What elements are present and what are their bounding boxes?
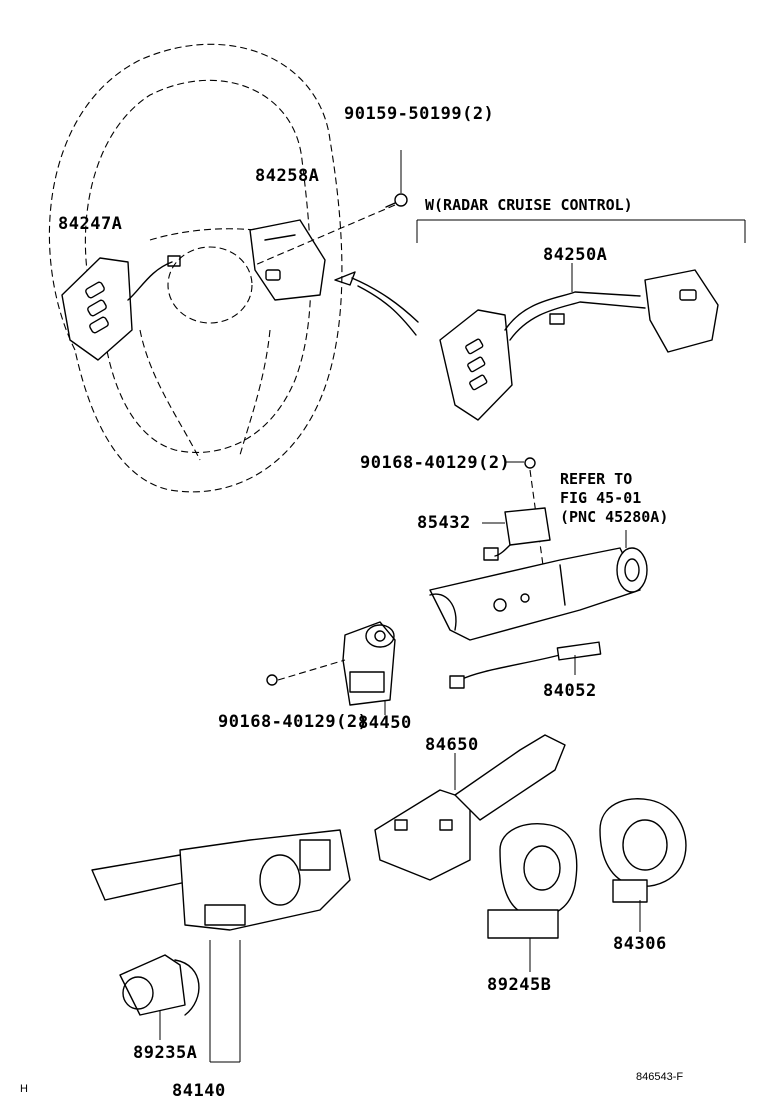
part-84650: [374, 734, 566, 881]
part-84140: [91, 829, 351, 1063]
bolt-90159: [254, 150, 408, 266]
part-84306: [599, 798, 687, 932]
label-84250A: 84250A: [543, 245, 607, 265]
label-90168-40129-upper: 90168-40129(2): [360, 453, 510, 473]
label-84052: 84052: [543, 681, 597, 701]
label-89245B: 89245B: [487, 975, 551, 995]
label-refer-fig: FIG 45-01: [560, 489, 641, 507]
right-steering-switch: [249, 219, 326, 301]
left-steering-switch: [61, 255, 181, 361]
part-84450: [266, 621, 396, 715]
part-89245B: [487, 823, 578, 972]
steering-wheel: [48, 43, 343, 493]
part-85432: [482, 507, 551, 561]
label-84140: 84140: [172, 1081, 226, 1101]
label-84450: 84450: [358, 713, 412, 733]
label-84306: 84306: [613, 934, 667, 954]
radar-bracket: [416, 219, 746, 243]
part-84052: [449, 641, 602, 689]
label-radar-cruise-control: W(RADAR CRUISE CONTROL): [425, 196, 633, 214]
drawing-code: 846543-F: [636, 1071, 683, 1083]
label-84247A: 84247A: [58, 214, 122, 234]
corner-letter: H: [20, 1083, 28, 1095]
pointer-arrow: [334, 271, 419, 323]
label-84258A: 84258A: [255, 166, 319, 186]
label-90168-40129-lower: 90168-40129(2): [218, 712, 368, 732]
label-89235A: 89235A: [133, 1043, 197, 1063]
part-89235A: [119, 954, 200, 1040]
column-lock-assembly: [429, 530, 648, 641]
label-90159-50199: 90159-50199(2): [344, 104, 494, 124]
switch-set-84250A: [439, 263, 719, 421]
label-refer-pnc: (PNC 45280A): [560, 508, 668, 526]
label-85432: 85432: [417, 513, 471, 533]
label-84650: 84650: [425, 735, 479, 755]
label-refer-to: REFER TO: [560, 470, 632, 488]
